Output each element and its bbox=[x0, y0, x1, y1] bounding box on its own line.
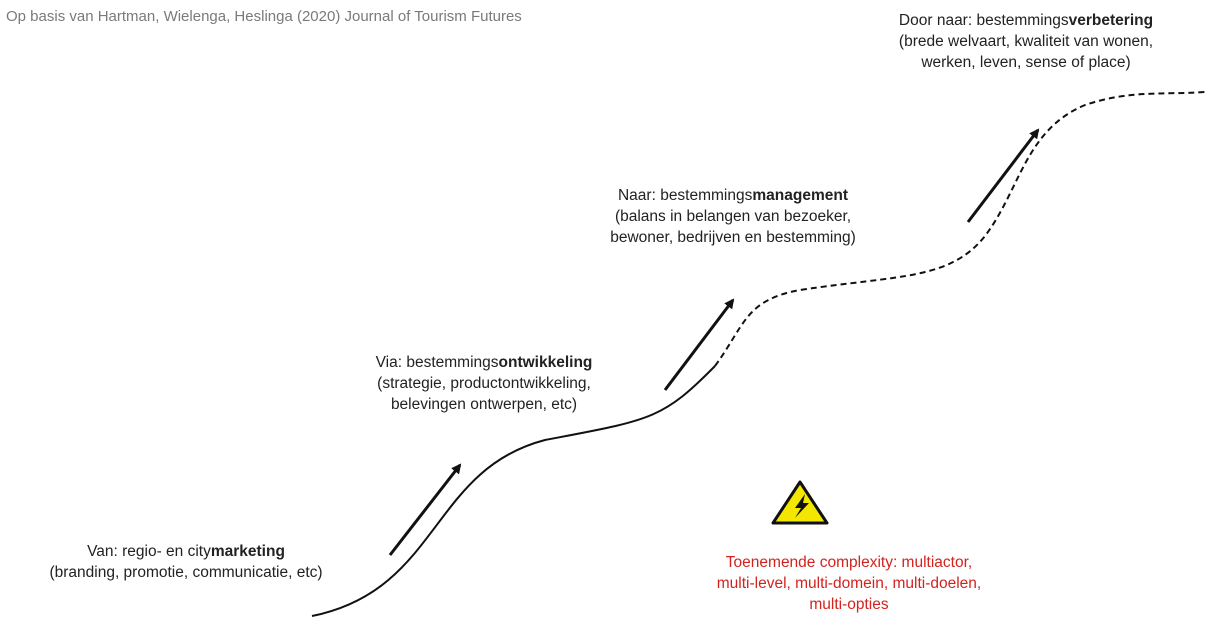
stage-verbetering-keyword: verbetering bbox=[1068, 12, 1154, 29]
stage-marketing-prefix: Van: regio- en city bbox=[87, 543, 211, 560]
stage-marketing-keyword: marketing bbox=[210, 543, 285, 560]
stage-ontwikkeling-prefix: Via: bestemmings bbox=[375, 354, 499, 371]
stage-verbetering: Door naar: bestemmingsverbetering (brede… bbox=[854, 10, 1198, 73]
stage-ontwikkeling-keyword: ontwikkeling bbox=[498, 354, 593, 371]
stage-ontwikkeling: Via: bestemmingsontwikkeling (strategie,… bbox=[322, 352, 646, 415]
stage-management-prefix: Naar: bestemmings bbox=[617, 187, 753, 204]
growth-curve-solid bbox=[311, 365, 716, 617]
arrow-2 bbox=[663, 298, 735, 391]
arrow-1 bbox=[388, 463, 462, 556]
complexity-warning-line-3: multi-opties bbox=[809, 596, 889, 613]
stage-management: Naar: bestemmingsmanagement (balans in b… bbox=[568, 185, 898, 248]
stage-ontwikkeling-detail-1: (strategie, productontwikkeling, bbox=[377, 375, 591, 392]
stage-verbetering-detail-2: werken, leven, sense of place) bbox=[921, 54, 1131, 71]
stage-management-keyword: management bbox=[752, 187, 848, 204]
complexity-warning: Toenemende complexity: multiactor, multi… bbox=[650, 552, 1048, 615]
arrow-3 bbox=[966, 128, 1040, 223]
high-voltage-warning-icon bbox=[771, 480, 829, 525]
complexity-warning-line-2: multi-level, multi-domein, multi-doelen, bbox=[716, 575, 982, 592]
stage-verbetering-detail-1: (brede welvaart, kwaliteit van wonen, bbox=[898, 33, 1154, 50]
growth-curve-dashed bbox=[714, 91, 1206, 367]
complexity-warning-line-1: Toenemende complexity: multiactor, bbox=[725, 554, 973, 571]
stage-marketing: Van: regio- en citymarketing (branding, … bbox=[0, 541, 372, 583]
stage-management-detail-2: bewoner, bedrijven en bestemming) bbox=[610, 229, 856, 246]
stage-verbetering-prefix: Door naar: bestemmings bbox=[898, 12, 1069, 29]
stage-management-detail-1: (balans in belangen van bezoeker, bbox=[614, 208, 852, 225]
source-note: Op basis van Hartman, Wielenga, Heslinga… bbox=[6, 8, 522, 25]
stage-ontwikkeling-detail-2: belevingen ontwerpen, etc) bbox=[390, 396, 578, 413]
stage-marketing-detail: (branding, promotie, communicatie, etc) bbox=[49, 564, 323, 581]
